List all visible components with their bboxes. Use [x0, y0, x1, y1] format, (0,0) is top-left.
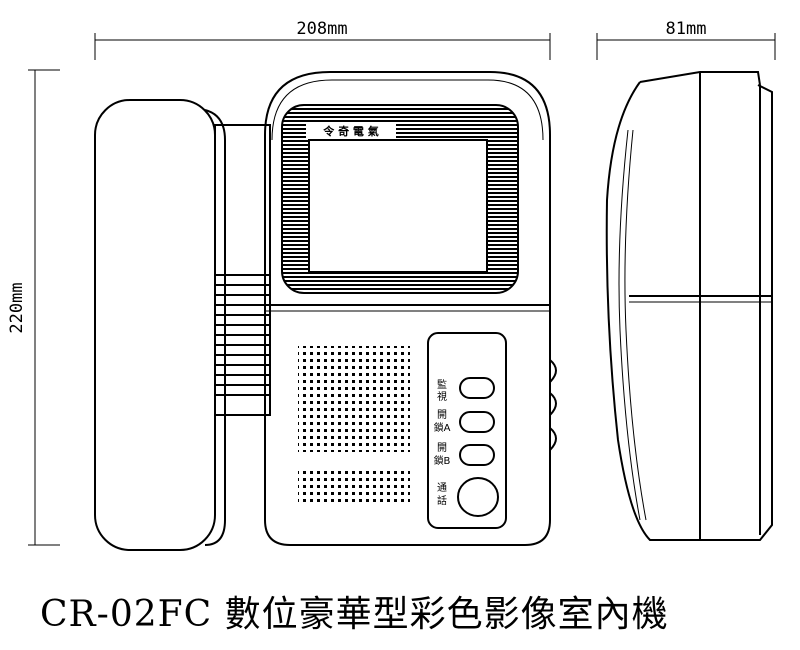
depth-dimension: 81mm [596, 19, 776, 60]
unlock-b-label-1: 開 [437, 442, 447, 454]
height-dimension: 220mm [7, 69, 60, 546]
unlock-a-label-2: 鎖A [434, 421, 451, 434]
height-label: 220mm [7, 282, 27, 333]
side-view [605, 71, 773, 541]
talk-button-label-1: 通 [437, 482, 447, 494]
monitor-body [264, 71, 551, 546]
handset [94, 99, 226, 551]
screen-assembly: 令 奇 電 氣 [281, 104, 519, 294]
width-label: 208mm [296, 19, 347, 39]
monitor-button-label-2: 視 [437, 390, 447, 403]
speaker-grille [298, 346, 410, 452]
depth-label: 81mm [666, 19, 707, 39]
unlock-a-label-1: 開 [437, 409, 447, 421]
side-knobs [549, 359, 557, 451]
talk-button-label-2: 話 [437, 494, 447, 507]
unlock-b-label-2: 鎖B [434, 454, 451, 467]
product-drawing: 208mm 81mm 220mm [7, 19, 776, 551]
unlock-b-button[interactable] [459, 444, 495, 466]
brand-plate [306, 124, 396, 138]
monitor-button[interactable] [459, 377, 495, 399]
video-screen [308, 139, 488, 273]
brand-logo: 令 奇 電 氣 [322, 124, 379, 138]
control-panel [427, 332, 507, 529]
product-caption: CR-02FC 數位豪華型彩色影像室內機 [40, 594, 669, 635]
width-dimension: 208mm [94, 19, 551, 60]
cradle-connector [214, 124, 271, 416]
monitor-button-label-1: 監 [437, 378, 447, 391]
unlock-a-button[interactable] [459, 411, 495, 433]
microphone-grille [298, 470, 410, 505]
talk-button[interactable] [457, 477, 499, 517]
